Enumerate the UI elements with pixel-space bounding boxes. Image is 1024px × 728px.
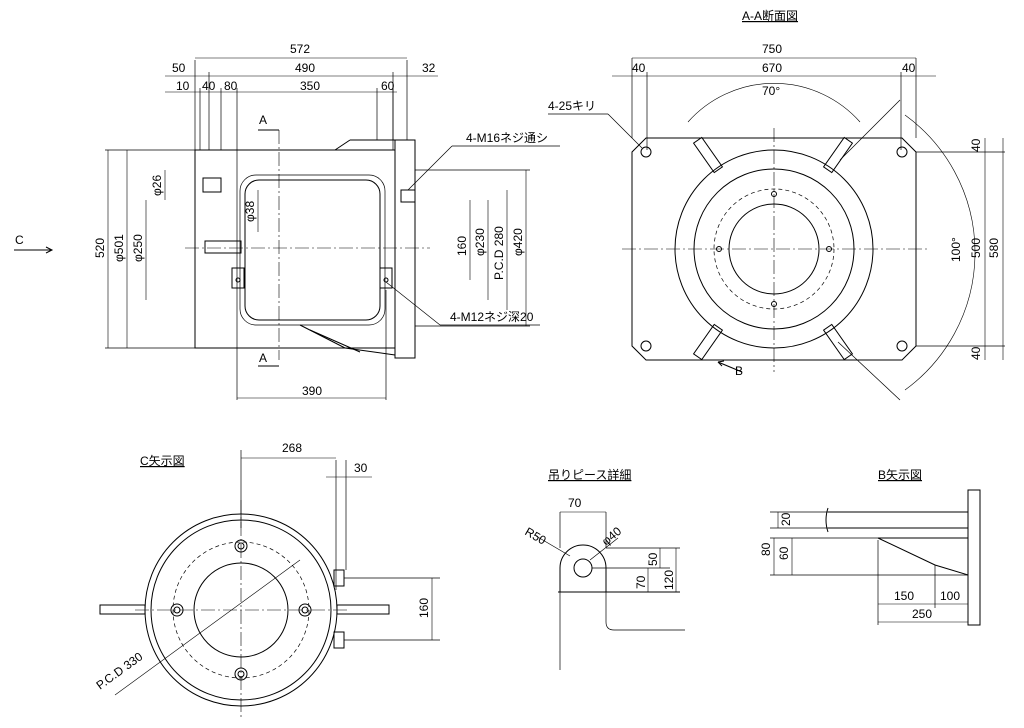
dim-lift-50: 50 [646, 552, 660, 566]
dim-30: 30 [354, 461, 368, 475]
title-section-aa: A-A断面図 [742, 8, 798, 23]
dim-670: 670 [762, 61, 782, 75]
title-lifting: 吊りピース詳細 [548, 467, 631, 482]
dim-268: 268 [282, 441, 302, 455]
dim-50: 50 [172, 61, 186, 75]
dim-350: 350 [300, 79, 320, 93]
dim-b-150: 150 [894, 589, 914, 603]
radius-r50: R50 [523, 524, 549, 547]
title-view-c: C矢示図 [140, 454, 185, 468]
dim-d250: φ250 [131, 234, 145, 262]
dim-40-top: 40 [969, 138, 983, 152]
dim-40-bottom: 40 [969, 346, 983, 360]
note-bolt: 4-M16ネジ通シ [466, 131, 548, 145]
dim-60: 60 [381, 79, 395, 93]
dim-b-60: 60 [777, 546, 791, 560]
title-view-b: B矢示図 [878, 468, 922, 482]
dim-b-20: 20 [779, 512, 793, 526]
dim-lift-d40: φ40 [599, 524, 624, 549]
dim-390: 390 [302, 384, 322, 398]
c-view-holes [170, 539, 312, 681]
dim-750: 750 [762, 42, 782, 56]
dim-d501: φ501 [112, 234, 126, 262]
dim-b-80: 80 [759, 542, 773, 556]
dim-d26: φ26 [150, 175, 164, 196]
dim-80: 80 [224, 79, 238, 93]
section-mark-bottom: A [259, 351, 267, 365]
note-holes: 4-25キリ [548, 99, 596, 113]
section-view-aa: A-A断面図 750 40 670 40 [548, 8, 1005, 401]
dim-d420: φ420 [511, 228, 525, 256]
dim-40-right: 40 [902, 61, 916, 75]
dim-lift-70: 70 [568, 496, 582, 510]
lifting-piece-detail: 吊りピース詳細 70 R50 φ40 70 50 120 [523, 467, 685, 670]
dim-lift-70-v: 70 [634, 575, 648, 589]
angle-100: 100° [949, 237, 963, 262]
dim-d230: φ230 [473, 228, 487, 256]
view-b: B矢示図 20 80 60 150 100 250 [759, 468, 981, 626]
dim-10: 10 [176, 79, 190, 93]
dim-d38: φ38 [243, 201, 257, 222]
dim-b-100: 100 [940, 589, 960, 603]
dim-520: 520 [93, 238, 107, 258]
view-c: C矢示図 268 30 160 P.C.D 330 [94, 441, 440, 718]
corner-holes [640, 146, 908, 352]
dim-572: 572 [290, 42, 310, 56]
pcd-holes [716, 191, 832, 307]
view-arrow-c-label: C [15, 233, 24, 247]
dim-490: 490 [295, 61, 315, 75]
angle-70: 70° [762, 84, 780, 98]
dim-160: 160 [455, 236, 469, 256]
front-view: 572 50 490 32 10 40 80 350 60 [14, 42, 560, 400]
section-mark-top: A [259, 113, 267, 127]
dim-b-250: 250 [912, 607, 932, 621]
dim-580: 580 [987, 238, 1001, 258]
note-tap: 4-M12ネジ深20 [450, 310, 534, 324]
pcd-330: P.C.D 330 [94, 649, 146, 692]
dim-40: 40 [202, 79, 216, 93]
dim-lift-120: 120 [662, 570, 676, 590]
dim-500: 500 [969, 238, 983, 258]
dim-160-c: 160 [417, 598, 431, 618]
ribs [692, 136, 854, 361]
dim-32: 32 [422, 61, 436, 75]
dim-40-left: 40 [632, 61, 646, 75]
dim-pcd280: P.C.D 280 [492, 226, 506, 280]
